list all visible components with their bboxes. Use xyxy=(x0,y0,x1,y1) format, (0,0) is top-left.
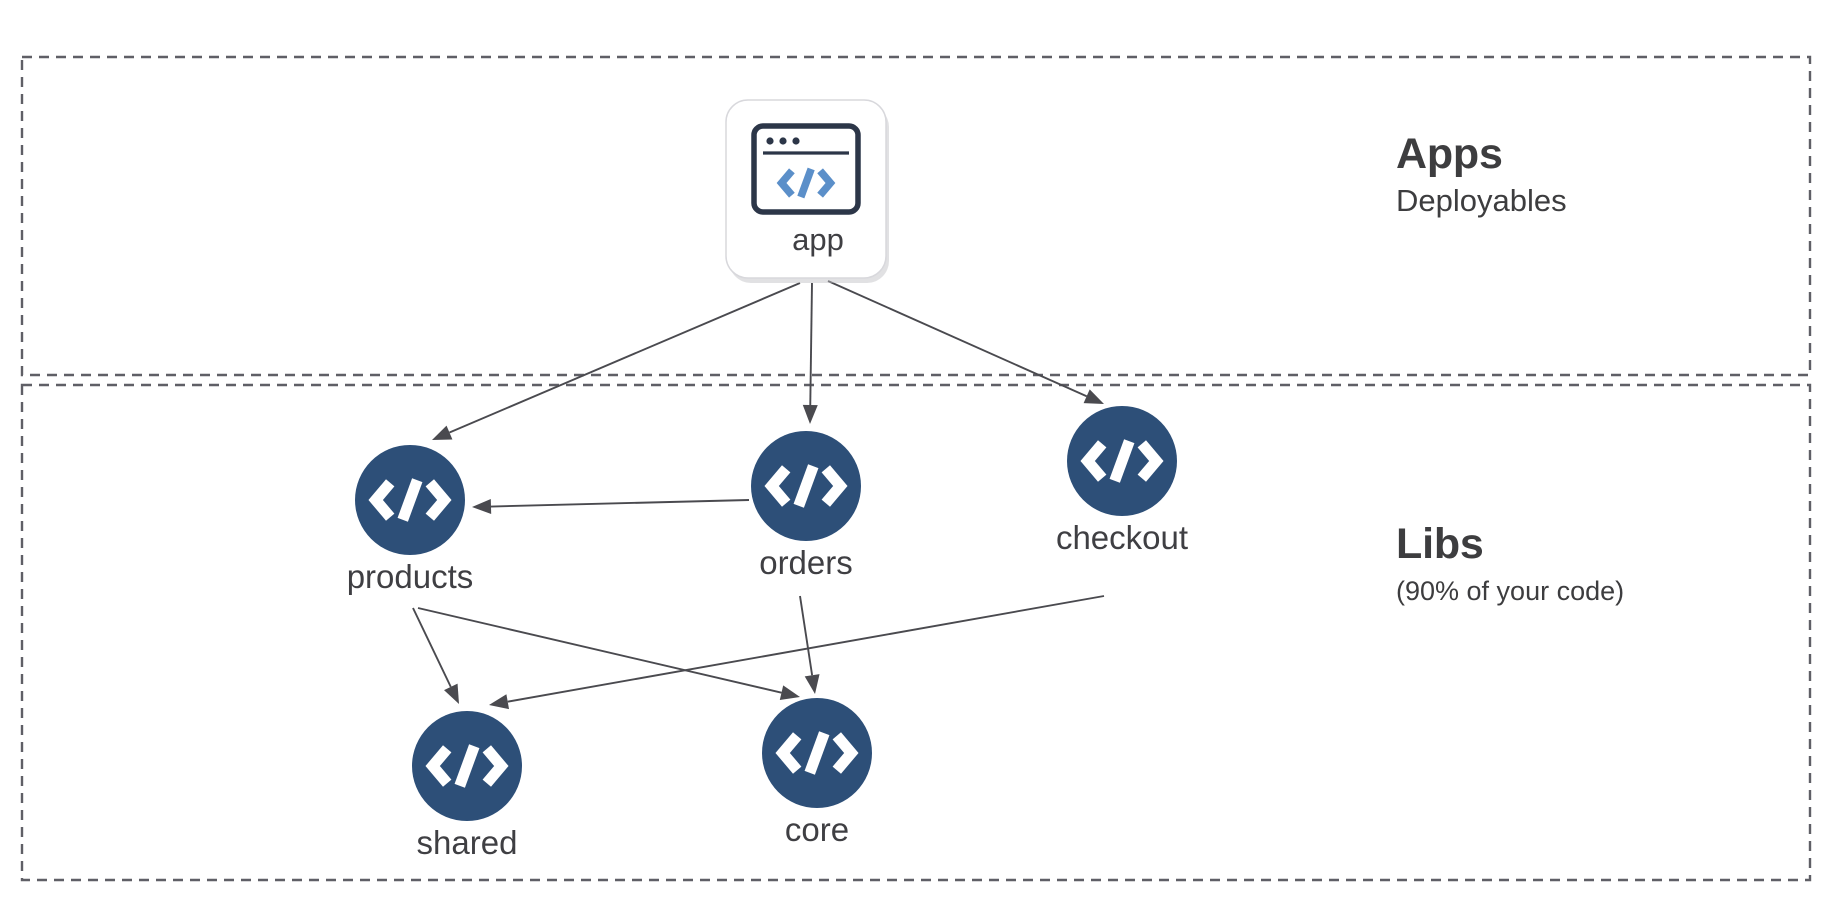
arrow-head xyxy=(804,674,820,694)
node-label: shared xyxy=(417,824,518,861)
slash xyxy=(1109,439,1135,483)
zone-title-libs: Libs (90% of your code) xyxy=(1396,520,1624,608)
node-label: core xyxy=(785,811,849,848)
edge-line xyxy=(809,282,813,406)
slash xyxy=(797,167,815,199)
node-label: checkout xyxy=(1056,519,1188,556)
node-label: orders xyxy=(759,544,853,581)
zone-heading-libs: Libs xyxy=(1396,520,1484,568)
zone-box-libs xyxy=(20,383,1812,882)
code-icon xyxy=(368,478,452,522)
code-icon xyxy=(1080,439,1164,483)
zone-heading-apps: Apps xyxy=(1396,130,1503,178)
code-icon xyxy=(764,464,848,508)
browser-code-icon xyxy=(751,123,861,215)
chevron-left xyxy=(425,745,452,787)
edge-orders-to-core xyxy=(799,595,820,694)
slash xyxy=(793,464,819,508)
edge-line xyxy=(412,607,452,688)
node-shared[interactable]: shared xyxy=(412,711,522,861)
edge-line xyxy=(417,607,782,694)
edge-orders-to-products xyxy=(472,499,750,515)
slash xyxy=(397,478,423,522)
chevron-left xyxy=(368,479,395,521)
edge-line xyxy=(827,280,1088,398)
zones-layer xyxy=(20,55,1812,882)
zone-subtitle-libs: (90% of your code) xyxy=(1396,576,1625,607)
chevron-right xyxy=(1137,440,1164,482)
node-label: app xyxy=(792,222,844,257)
chevron-right xyxy=(832,732,859,774)
code-icon xyxy=(425,744,509,788)
slash xyxy=(454,744,480,788)
browser-dot xyxy=(779,137,787,145)
chevron-left xyxy=(775,732,802,774)
edge-products-to-core xyxy=(417,607,800,700)
browser-frame xyxy=(751,123,861,215)
code-icon xyxy=(775,731,859,775)
edges-layer xyxy=(412,280,1105,710)
arrow-head xyxy=(432,425,453,440)
chevron-right xyxy=(821,465,848,507)
edge-line xyxy=(449,282,801,434)
node-products[interactable]: products xyxy=(347,445,474,595)
edge-line xyxy=(490,499,750,508)
edge-app-to-products xyxy=(432,282,801,440)
chevron-left xyxy=(1080,440,1107,482)
edge-app-to-orders xyxy=(802,282,818,424)
node-orders[interactable]: orders xyxy=(751,431,861,581)
edge-products-to-shared xyxy=(412,607,459,704)
chevron-right xyxy=(817,168,836,198)
chevron-right xyxy=(482,745,509,787)
chevron-right xyxy=(425,479,452,521)
node-checkout[interactable]: checkout xyxy=(1056,406,1188,556)
edge-checkout-to-shared xyxy=(489,595,1105,710)
zone-title-apps: Apps Deployables xyxy=(1396,130,1567,219)
zone-box-apps xyxy=(20,55,1812,377)
slash xyxy=(804,731,830,775)
edge-line xyxy=(799,595,814,676)
node-core[interactable]: core xyxy=(762,698,872,848)
arrow-head xyxy=(472,499,492,515)
browser-dot xyxy=(792,137,800,145)
chevron-left xyxy=(764,465,791,507)
node-app[interactable]: app xyxy=(725,99,889,283)
nodes-layer: app products orders checkout shared core xyxy=(347,99,1188,861)
node-label: products xyxy=(347,558,474,595)
arrow-head xyxy=(1083,389,1104,404)
edge-line xyxy=(507,595,1105,703)
arrow-head xyxy=(802,404,818,424)
arrow-head xyxy=(779,685,800,700)
edge-app-to-checkout xyxy=(827,280,1104,404)
arrow-head xyxy=(444,683,459,704)
chevron-left xyxy=(776,168,795,198)
zone-subtitle-apps: Deployables xyxy=(1396,183,1567,219)
arrow-head xyxy=(489,694,510,710)
browser-dot xyxy=(766,137,774,145)
